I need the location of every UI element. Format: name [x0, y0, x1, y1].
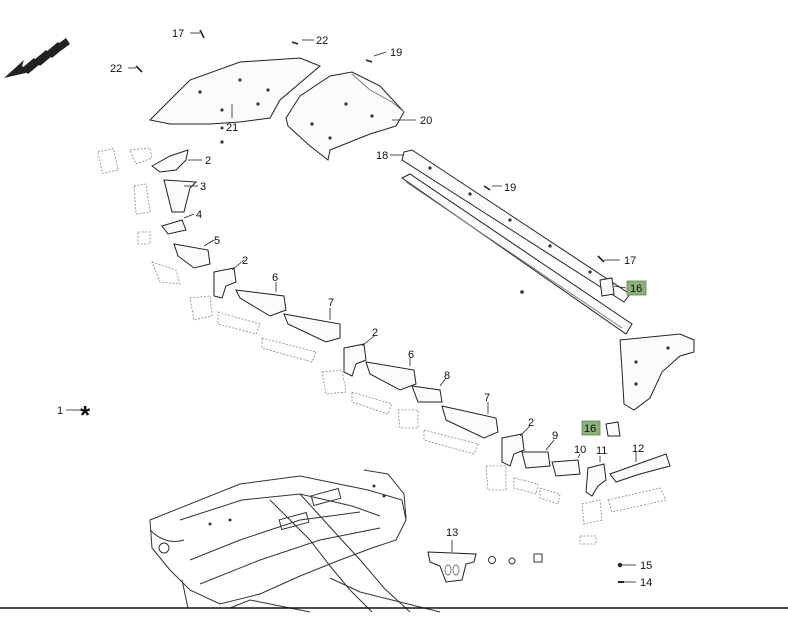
part-13-hinge-plate[interactable] — [427, 540, 477, 583]
chassis-frame — [149, 469, 441, 613]
front-direction-arrow-icon — [4, 38, 70, 78]
callout-2b[interactable]: 2 — [242, 255, 248, 267]
callout-16b[interactable]: 16 — [584, 423, 596, 435]
callout-20[interactable]: 20 — [420, 115, 432, 127]
callout-22a[interactable]: 22 — [316, 35, 328, 47]
part-19-bolt-a[interactable] — [365, 51, 387, 63]
part-9-guard[interactable] — [521, 439, 555, 469]
part-6-guard-a[interactable] — [235, 282, 287, 317]
asterisk-symbol: * — [80, 400, 91, 430]
ghost-parts-left — [97, 147, 667, 545]
callout-16-highlight-b — [581, 420, 601, 436]
part-4-clip[interactable] — [161, 213, 195, 235]
serrated-guard-strip — [401, 173, 633, 335]
callout-17a[interactable]: 17 — [172, 28, 184, 40]
part-6-guard-b[interactable] — [365, 358, 417, 391]
part-7-guard-a[interactable] — [283, 308, 341, 343]
part-16-clip-a[interactable] — [599, 277, 627, 297]
part-7-guard-b[interactable] — [441, 402, 499, 439]
part-19-bolt-b[interactable] — [483, 185, 502, 191]
callout-1[interactable]: 1 — [57, 405, 63, 417]
part-2-bracket-a[interactable] — [151, 149, 202, 173]
part-22-bolt-a[interactable] — [291, 39, 314, 45]
callout-10[interactable]: 10 — [574, 444, 586, 456]
part-11-bracket[interactable] — [585, 456, 607, 497]
callout-7b[interactable]: 7 — [484, 392, 490, 404]
callout-2c[interactable]: 2 — [372, 327, 378, 339]
part-18-knife-bar[interactable] — [390, 149, 631, 303]
part-17-bolt-a[interactable] — [190, 29, 205, 39]
callout-6a[interactable]: 6 — [272, 272, 278, 284]
part-21-cover-plate[interactable] — [148, 57, 321, 144]
part-16-clip-b[interactable] — [605, 421, 621, 437]
callout-7a[interactable]: 7 — [328, 297, 334, 309]
part-2-bracket-b[interactable] — [213, 259, 245, 299]
part-3-guard[interactable] — [163, 179, 198, 213]
callout-2d[interactable]: 2 — [528, 417, 534, 429]
part-20-side-plate[interactable] — [285, 71, 416, 161]
callout-16a[interactable]: 16 — [630, 283, 642, 295]
callout-8[interactable]: 8 — [444, 370, 450, 382]
callout-9[interactable]: 9 — [552, 430, 558, 442]
part-10-guard[interactable] — [551, 453, 581, 477]
right-end-plate — [619, 333, 695, 411]
part-15-bolt[interactable] — [617, 562, 636, 568]
loose-washer — [220, 140, 224, 144]
callout-21[interactable]: 21 — [226, 122, 238, 134]
callout-19a[interactable]: 19 — [390, 47, 402, 59]
callout-16-highlight-a — [626, 280, 647, 296]
part-12-end-guard[interactable] — [609, 452, 671, 483]
callout-5[interactable]: 5 — [214, 235, 220, 247]
part-5-guard[interactable] — [173, 239, 215, 269]
callout-3[interactable]: 3 — [200, 181, 206, 193]
callout-12[interactable]: 12 — [632, 443, 644, 455]
loose-nut — [520, 290, 524, 294]
callout-19b[interactable]: 19 — [504, 182, 516, 194]
callout-2a[interactable]: 2 — [205, 155, 211, 167]
callout-17b[interactable]: 17 — [624, 255, 636, 267]
callout-18[interactable]: 18 — [376, 150, 388, 162]
callout-6b[interactable]: 6 — [408, 349, 414, 361]
callout-22b[interactable]: 22 — [110, 63, 122, 75]
callout-labels: 17 22 19 22 21 20 18 19 17 16 16 2 3 4 5… — [57, 28, 652, 589]
callout-4[interactable]: 4 — [196, 209, 202, 221]
callout-14[interactable]: 14 — [640, 577, 652, 589]
part-8-guard[interactable] — [411, 377, 447, 403]
part-2-bracket-d[interactable] — [501, 425, 531, 467]
callout-15[interactable]: 15 — [640, 560, 652, 572]
part-17-bolt-b[interactable] — [597, 255, 620, 263]
part-22-bolt-b[interactable] — [128, 65, 143, 73]
callout-13[interactable]: 13 — [446, 527, 458, 539]
part-2-bracket-c[interactable] — [343, 335, 375, 377]
small-fasteners-row — [488, 553, 543, 565]
callout-11[interactable]: 11 — [596, 445, 607, 457]
